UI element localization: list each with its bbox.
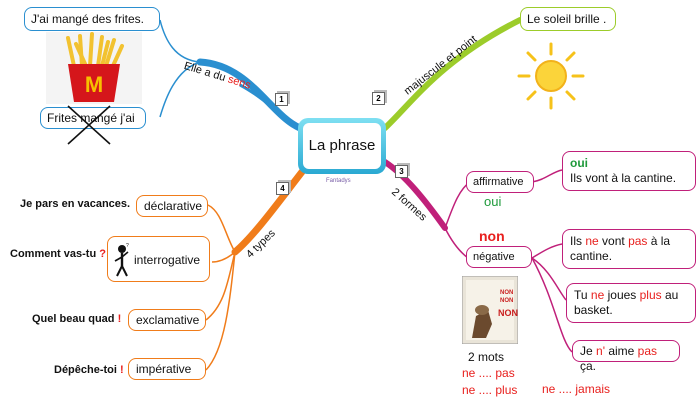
interrogative-example: Comment vas-tu ? (10, 248, 106, 260)
ne-pas-label: ne .... pas (462, 366, 515, 380)
thinking-figure-icon: ? (114, 243, 129, 277)
brand-label: Fantadys (326, 178, 351, 184)
badge-3: 3 (395, 165, 408, 178)
negative-box[interactable]: négative (466, 246, 532, 268)
central-node[interactable]: La phrase (298, 118, 386, 174)
svg-text:NON: NON (500, 298, 513, 304)
ne-jamais-label: ne .... jamais (542, 382, 611, 396)
svg-text:NON: NON (500, 290, 513, 296)
ne-plus-label: ne .... plus (462, 383, 518, 397)
badge-2: 2 (372, 92, 385, 105)
negative-example-2[interactable]: Tu ne joues plus au basket. (566, 283, 696, 323)
svg-text:?: ? (126, 243, 129, 249)
imperative-example: Dépêche-toi ! (54, 364, 124, 376)
interrogative-box[interactable]: ? interrogative (107, 236, 210, 282)
oui-label-small: oui (484, 194, 502, 209)
negative-example-3[interactable]: Je n' aime pas ça. (572, 340, 680, 373)
sun-image (517, 42, 585, 110)
sun-sentence-box[interactable]: Le soleil brille . (520, 7, 616, 31)
badge-4: 4 (276, 182, 289, 195)
badge-1: 1 (275, 93, 288, 106)
correct-sentence-box[interactable]: J'ai mangé des frites. (24, 7, 160, 31)
svg-text:M: M (85, 72, 103, 97)
fries-image: M (46, 32, 142, 104)
two-words-label: 2 mots (468, 350, 505, 364)
imperative-box[interactable]: impérative (128, 358, 206, 380)
exclamative-box[interactable]: exclamative (128, 309, 206, 331)
affirmative-example-box[interactable]: oui Ils vont à la cantine. (562, 151, 696, 191)
non-book-image: NON NON NON (462, 276, 518, 344)
declarative-example: Je pars en vacances. (20, 198, 131, 210)
negative-example-1[interactable]: Ils ne vont pas à la cantine. (562, 229, 696, 269)
cross-icon (67, 105, 111, 145)
affirmative-box[interactable]: affirmative (466, 171, 534, 193)
declarative-box[interactable]: déclarative (136, 195, 208, 217)
exclamative-example: Quel beau quad ! (32, 313, 122, 325)
svg-text:NON: NON (498, 308, 518, 318)
non-label: non (479, 228, 505, 244)
central-title: La phrase (303, 123, 381, 169)
